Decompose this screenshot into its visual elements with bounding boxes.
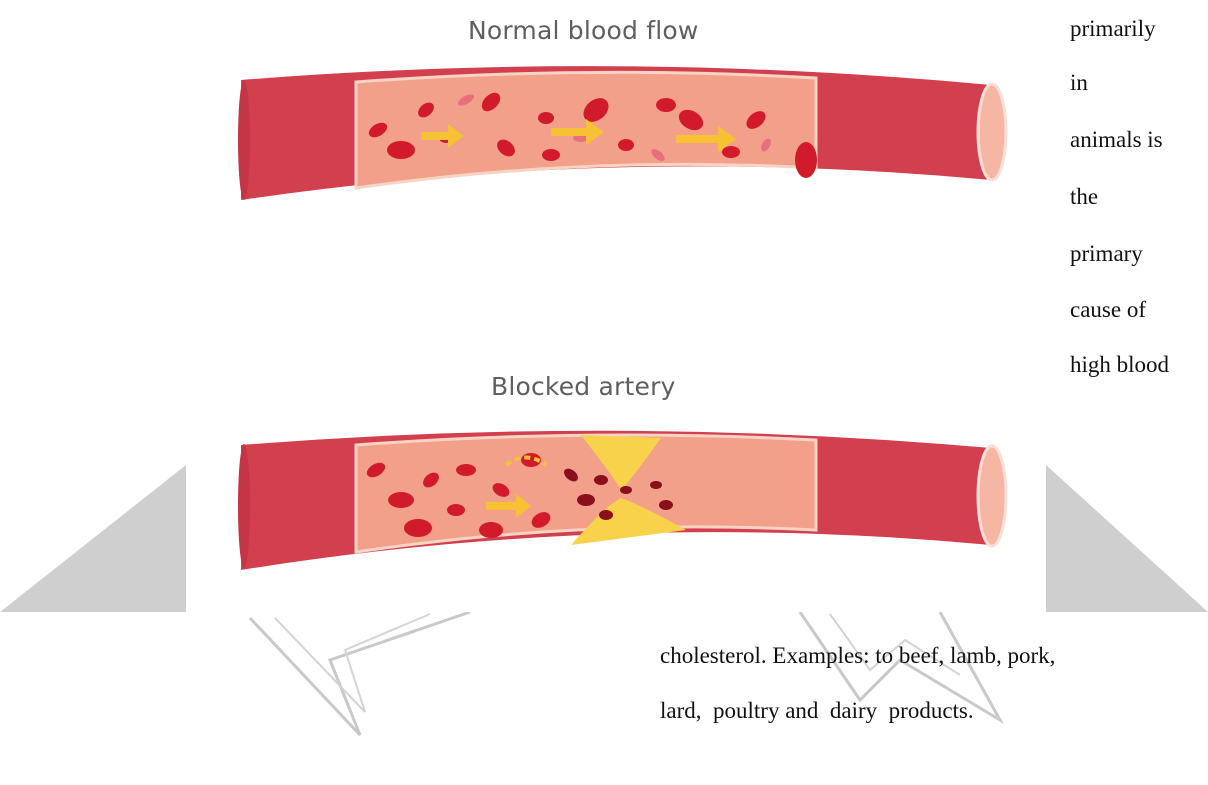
column-word: primarily bbox=[1070, 16, 1156, 42]
column-word: in bbox=[1070, 70, 1088, 96]
blood-flow-figure: Normal blood flow bbox=[186, 0, 1046, 612]
normal-flow-title: Normal blood flow bbox=[468, 16, 699, 45]
blocked-artery-title: Blocked artery bbox=[491, 372, 676, 401]
blocked-vessel-illustration bbox=[186, 420, 1046, 620]
body-line: cholesterol. Examples: to beef, lamb, po… bbox=[660, 643, 1055, 669]
column-word: primary bbox=[1070, 241, 1143, 267]
column-word: animals is bbox=[1070, 127, 1163, 153]
column-word: high blood bbox=[1070, 352, 1169, 378]
column-word: the bbox=[1070, 184, 1098, 210]
column-word: cause of bbox=[1070, 297, 1146, 323]
body-line: lard, poultry and dairy products. bbox=[660, 698, 974, 724]
normal-vessel-illustration bbox=[186, 60, 1046, 260]
